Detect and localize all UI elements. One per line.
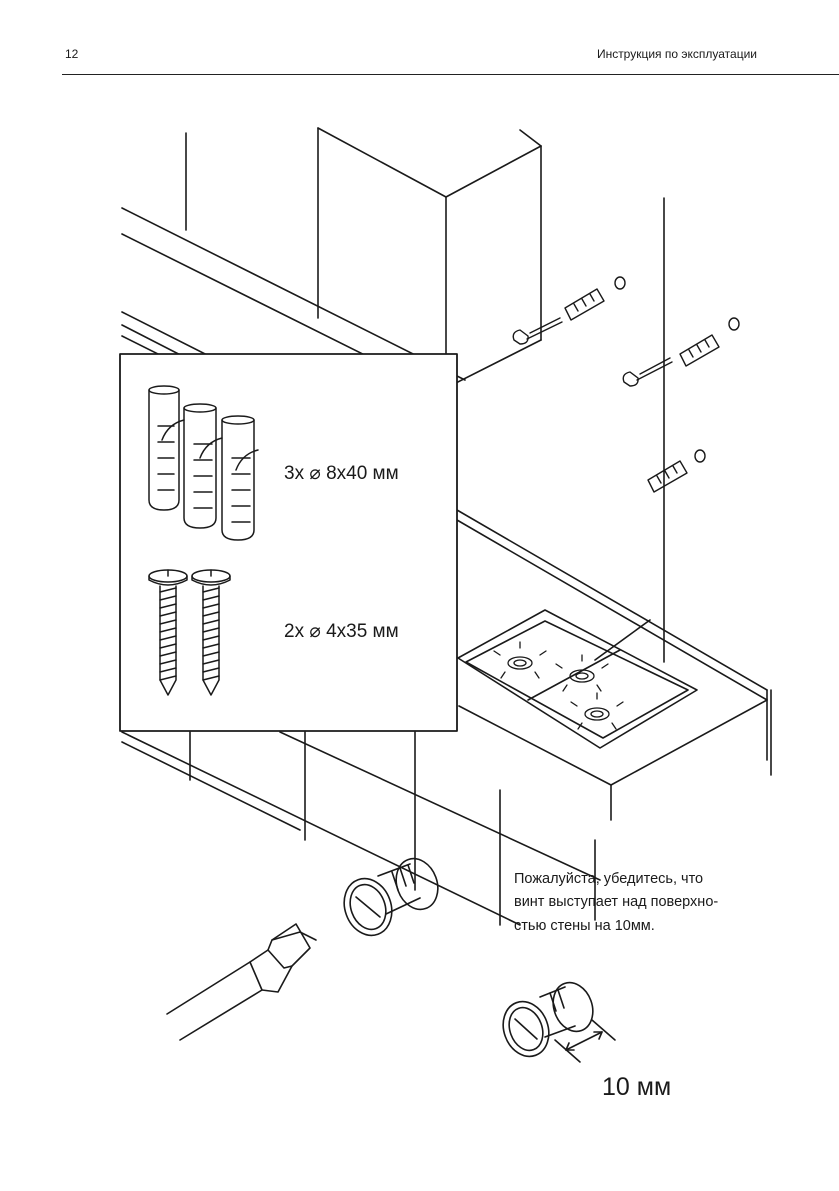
document-title: Инструкция по эксплуатации [596, 47, 757, 61]
screws-icon [148, 569, 231, 696]
protrusion-note: Пожалуйста, убедитесь, что винт выступае… [514, 868, 784, 938]
screw-head-icon [343, 857, 439, 937]
page-number: 12 [65, 47, 79, 61]
dimension-label: 10 мм [602, 1073, 672, 1101]
note-line: стью стены на 10мм. [514, 917, 655, 934]
parts-box [119, 353, 458, 732]
page-header: 12 Инструкция по эксплуатации [0, 0, 839, 80]
note-line: винт выступает над поверхно- [514, 894, 719, 911]
anchor-spec-label: 3x ⌀ 8x40 мм [284, 463, 399, 484]
screw-protrusion-icon [502, 981, 616, 1063]
screwdriver-icon [166, 923, 317, 1041]
header-rule [62, 74, 839, 75]
screw-spec-label: 2x ⌀ 4x35 мм [284, 621, 399, 642]
anchor-plugs-icon [148, 385, 259, 541]
note-line: Пожалуйста, убедитесь, что [514, 871, 704, 887]
wall-cabinet-scene [121, 127, 772, 926]
wall-anchors-and-screws [512, 276, 740, 493]
